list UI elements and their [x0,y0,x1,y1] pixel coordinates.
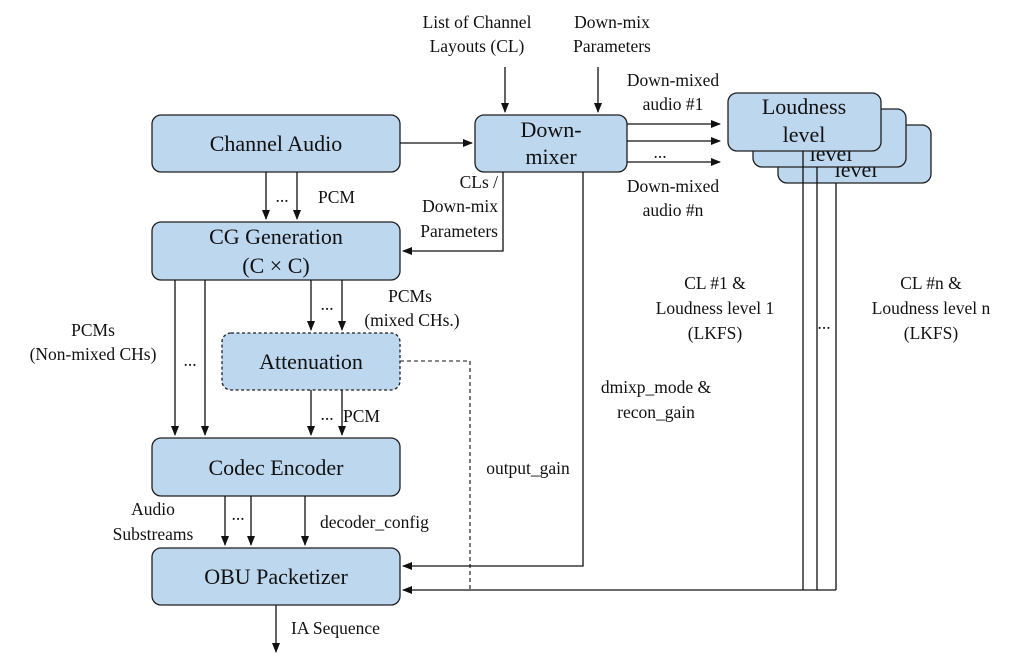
label-cls-line3: Parameters [420,221,498,241]
ellipsis-enc-to-obu: ... [231,504,244,524]
label-cln-line3: (LKFS) [904,323,959,343]
ellipsis-downmix: ... [653,142,666,162]
label-decoder-config: decoder_config [320,512,429,532]
loudness-label-line1: Loudness [762,94,846,119]
label-ia-sequence: IA Sequence [291,618,380,638]
channel-audio-block: Channel Audio [151,114,401,173]
label-downmixed-audio-1-line2: audio #1 [643,94,704,114]
labels: List of Channel Layouts (CL) Down-mix Pa… [30,12,991,638]
label-cl1-line3: (LKFS) [688,323,743,343]
label-cl1-line1: CL #1 & [684,273,746,293]
label-dmixp-line1: dmixp_mode & [601,377,712,397]
downmixer-label-line1: Down- [520,117,581,142]
codec-encoder-block: Codec Encoder [151,437,401,497]
label-pcm-1: PCM [318,187,355,207]
attenuation-label: Attenuation [259,349,363,374]
label-audio-substreams-line1: Audio [131,499,175,519]
codec-encoder-label: Codec Encoder [209,455,345,480]
loudness-label-line2: level [783,122,826,147]
cg-generation-block: CG Generation (C × C) [151,221,401,281]
dashed-output-gain-line [400,360,471,590]
attenuation-block: Attenuation [221,332,401,391]
label-cls-line1: CLs / [460,172,499,192]
label-pcm-2: PCM [343,406,380,426]
cg-generation-label-line2: (C × C) [242,253,309,278]
channel-audio-label: Channel Audio [210,131,343,156]
obu-packetizer-block: OBU Packetizer [151,547,401,606]
loudness-box-front [727,92,882,152]
label-pcms-non-mixed-line1: PCMs [71,320,115,340]
label-pcms-mixed-line2: (mixed CHs.) [364,310,459,330]
arrow-downmixer-to-obu [402,172,584,570]
arrow-downmixer-to-cg [402,172,504,255]
label-cln-line2: Loudness level n [872,298,991,318]
label-downmixed-audio-n-line2: audio #n [643,200,704,220]
ellipsis-cg-to-enc: ... [183,350,196,370]
ellipsis-loudness: ... [817,313,830,333]
label-downmix-parameters-line1: Down-mix [574,12,650,32]
cg-generation-label-line1: CG Generation [209,224,343,249]
ellipsis-att-to-enc: ... [320,404,333,424]
ellipsis-ch-to-cg: ... [275,186,288,206]
label-list-of-channel-layouts-line2: Layouts (CL) [430,36,525,56]
connectors [171,67,837,653]
label-dmixp-line2: recon_gain [617,402,695,422]
label-audio-substreams-line2: Substreams [113,524,194,544]
downmixer-label-line2: mixer [525,144,577,169]
obu-packetizer-label: OBU Packetizer [204,564,348,589]
downmixer-block: Down- mixer [474,114,628,173]
label-cl1-line2: Loudness level 1 [656,298,775,318]
loudness-level-stack: level level Loudness level [727,92,932,184]
label-list-of-channel-layouts-line1: List of Channel [423,12,532,32]
label-downmix-parameters-line2: Parameters [573,36,651,56]
label-output-gain: output_gain [486,458,570,478]
ellipsis-cg-to-att: ... [320,294,333,314]
label-pcms-non-mixed-line2: (Non-mixed CHs) [30,344,157,364]
label-cls-line2: Down-mix [422,196,498,216]
label-downmixed-audio-1-line1: Down-mixed [627,70,720,90]
label-cln-line1: CL #n & [900,273,962,293]
label-pcms-mixed-line1: PCMs [388,286,432,306]
label-downmixed-audio-n-line1: Down-mixed [627,176,720,196]
